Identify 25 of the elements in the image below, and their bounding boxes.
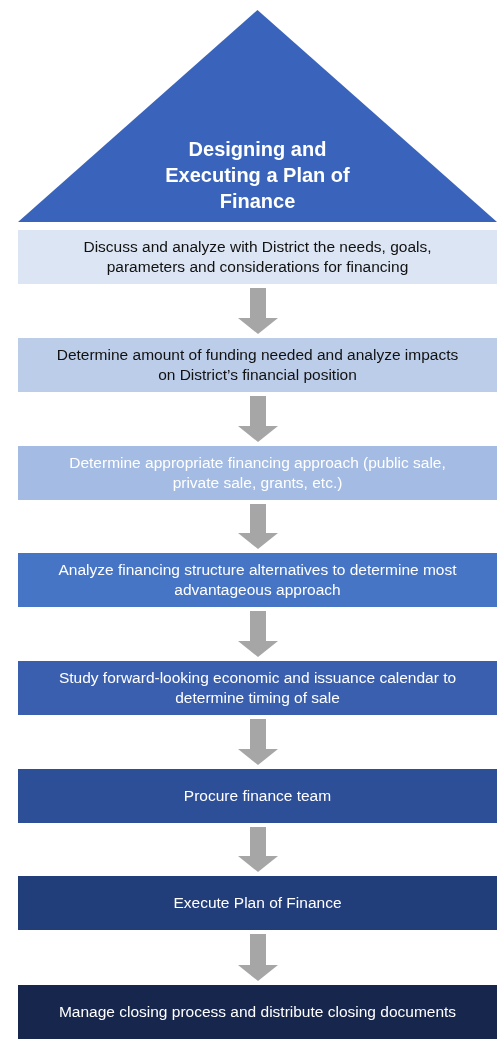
- process-box: [18, 876, 497, 930]
- down-arrow: [238, 396, 278, 442]
- step-text: Study forward-looking economic and issuance calendar to determine timing of sale: [57, 668, 458, 708]
- step-text: Determine amount of funding needed and analyze impacts on District’s financial position: [55, 345, 460, 385]
- process-box: [18, 985, 497, 1039]
- process-box: [18, 769, 497, 823]
- down-arrow: [238, 719, 278, 765]
- down-arrow: [238, 504, 278, 549]
- step-text: Manage closing process and distribute closing documents: [58, 1002, 457, 1022]
- title-triangle: [18, 10, 497, 222]
- process-box: [18, 338, 497, 392]
- step-text: Determine appropriate financing approach (public sale, private sale, grants, etc.): [68, 453, 447, 493]
- step-text: Procure finance team: [183, 786, 332, 806]
- step-text: Execute Plan of Finance: [173, 893, 342, 913]
- process-box: [18, 230, 497, 284]
- process-box: [18, 661, 497, 715]
- triangle-text: Designing and Executing a Plan of Finance: [164, 137, 351, 214]
- process-box: [18, 553, 497, 607]
- down-arrow: [238, 288, 278, 334]
- down-arrow: [238, 611, 278, 657]
- process-box: [18, 446, 497, 500]
- step-text: Analyze financing structure alternatives to determine most advantageous approach: [57, 560, 458, 600]
- step-text: Discuss and analyze with District the needs, goals, parameters and considerations for financing: [82, 237, 433, 277]
- down-arrow: [238, 827, 278, 872]
- down-arrow: [238, 934, 278, 981]
